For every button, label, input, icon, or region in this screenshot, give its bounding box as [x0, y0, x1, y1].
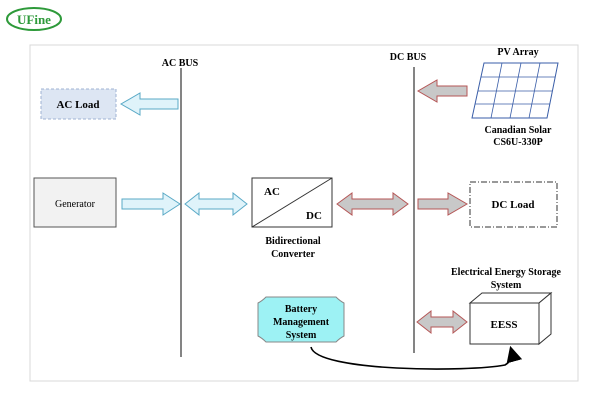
- bms-line1: Battery: [285, 304, 317, 315]
- ac-bus-label: AC BUS: [162, 58, 199, 69]
- ac-load-label: AC Load: [56, 99, 99, 111]
- pv-arrow: [417, 79, 468, 103]
- pv-model-line1: Canadian Solar: [485, 125, 553, 136]
- pv-array-label: PV Array: [497, 47, 538, 58]
- ac-load-arrow: [120, 92, 179, 116]
- eess-label: EESS: [491, 319, 518, 331]
- brand-logo: UFine: [6, 7, 62, 31]
- bms-line2: Management: [273, 317, 330, 328]
- bms-line3: System: [286, 330, 317, 341]
- ac-load-box: [40, 88, 117, 120]
- logo-ellipse: [6, 7, 62, 31]
- logo-text: UFine: [17, 12, 51, 27]
- converter-ac-label: AC: [264, 186, 280, 198]
- bms-to-eess-arrow: [310, 345, 523, 370]
- ess-title-line1: Electrical Energy Storage: [451, 267, 562, 278]
- generator-arrow: [121, 192, 181, 216]
- converter-diagonal: [251, 177, 333, 228]
- diagram-frame: [29, 44, 579, 382]
- converter-caption-line2: Converter: [271, 249, 315, 260]
- dc-load-label: DC Load: [491, 199, 534, 211]
- converter-caption-line1: Bidirectional: [265, 236, 321, 247]
- dc-bus-label: DC BUS: [390, 52, 427, 63]
- generator-box: [33, 177, 117, 228]
- eess-box: EESS: [468, 291, 553, 346]
- converter-dc-arrow: [336, 192, 409, 216]
- generator-label: Generator: [55, 199, 96, 210]
- dc-load-arrow: [417, 192, 468, 216]
- eess-arrow: [416, 309, 468, 335]
- pv-model-line2: CS6U-330P: [493, 137, 542, 148]
- ac-converter-arrow: [184, 191, 248, 217]
- converter-dc-label: DC: [306, 210, 322, 222]
- pv-panel-icon: [471, 62, 559, 119]
- bidirectional-converter: AC DC: [251, 177, 333, 228]
- dc-load-box: [469, 181, 558, 228]
- bms-box: [257, 296, 345, 343]
- ess-title-line2: System: [491, 280, 522, 291]
